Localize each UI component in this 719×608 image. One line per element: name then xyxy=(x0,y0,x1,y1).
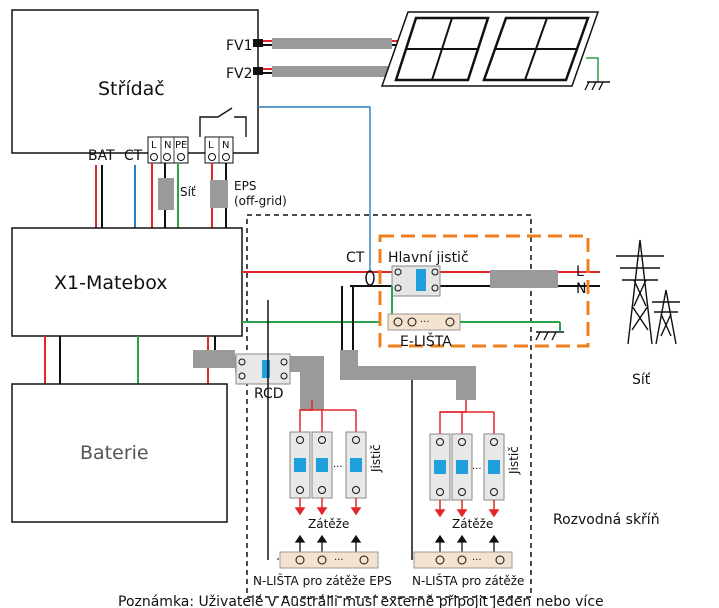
off-grid-label: (off-grid) xyxy=(234,194,287,208)
rcd-label: RCD xyxy=(254,386,284,402)
main-breaker-label: Hlavní jistič xyxy=(388,250,469,266)
loads-left-label: Zátěže xyxy=(308,517,349,531)
e-bar-ellipsis: ··· xyxy=(420,317,430,328)
grid-label: Síť xyxy=(632,372,651,388)
inverter-label: Střídač xyxy=(98,78,165,100)
eps-terminal-l-label: L xyxy=(208,140,214,151)
fv2-label: FV2 xyxy=(226,66,253,82)
e-bar-label: E-LIŠTA xyxy=(400,332,452,350)
grid-breakers-ellipsis: ··· xyxy=(472,464,482,475)
eps-breakers: ··· xyxy=(289,431,367,499)
eps-label: EPS xyxy=(234,179,256,193)
pv-panel-array xyxy=(380,11,610,91)
terminal-n-label: N xyxy=(164,140,171,151)
fv1-label: FV1 xyxy=(226,38,253,54)
terminal-l-label: L xyxy=(151,140,157,151)
inverter-block: Střídač FV1 FV2 BAT CT L N PE L N xyxy=(11,9,263,164)
footer-note: Poznámka: Uživatelé v Austrálii musí ext… xyxy=(118,594,604,608)
n-bar-eps-label: N-LIŠTA pro zátěže EPS xyxy=(253,573,392,588)
grid-distribution: ··· Jistič Zátěže ··· N-LIŠTA pro zátěže xyxy=(340,286,524,588)
main-breaker: Hlavní jistič xyxy=(388,250,469,297)
bat-label: BAT xyxy=(88,148,115,164)
rcd-device xyxy=(235,353,291,385)
battery-label: Baterie xyxy=(80,442,149,464)
breaker-left-label: Jistič xyxy=(369,444,383,473)
inverter-matebox-wires: Síť EPS (off-grid) xyxy=(95,106,371,272)
ct-main-label: CT xyxy=(346,250,365,266)
battery-block: Baterie xyxy=(11,336,228,523)
eps-distribution: RCD ··· Jistič Zátěže xyxy=(193,300,392,588)
grid-side-boundary xyxy=(378,234,590,348)
line-n-label: N xyxy=(576,281,586,297)
n-bar-loads-label: N-LIŠTA pro zátěže xyxy=(412,573,524,588)
distribution-box-label: Rozvodná skříň xyxy=(553,512,660,528)
grid-terminal-block: L N PE xyxy=(147,136,189,164)
e-bar: ··· E-LIŠTA xyxy=(387,286,564,350)
loads-right-label: Zátěže xyxy=(452,517,493,531)
n-bar-eps-ellipsis: ··· xyxy=(334,555,344,566)
eps-terminal-n-label: N xyxy=(222,140,229,151)
ct-inverter-label: CT xyxy=(124,148,143,164)
eps-breakers-ellipsis: ··· xyxy=(333,462,343,473)
n-bar-loads-ellipsis: ··· xyxy=(472,555,482,566)
grid-breakers: ··· xyxy=(429,433,505,501)
terminal-pe-label: PE xyxy=(175,140,187,151)
breaker-right-label: Jistič xyxy=(507,446,521,475)
matebox-block: X1-Matebox xyxy=(11,227,243,337)
matebox-label: X1-Matebox xyxy=(54,272,167,294)
pv-cables xyxy=(263,38,400,77)
eps-terminal-block: L N xyxy=(204,136,234,164)
grid-tower-icon: Síť xyxy=(616,239,680,388)
line-l-label: L xyxy=(576,264,584,280)
grid-port-label: Síť xyxy=(180,185,196,199)
